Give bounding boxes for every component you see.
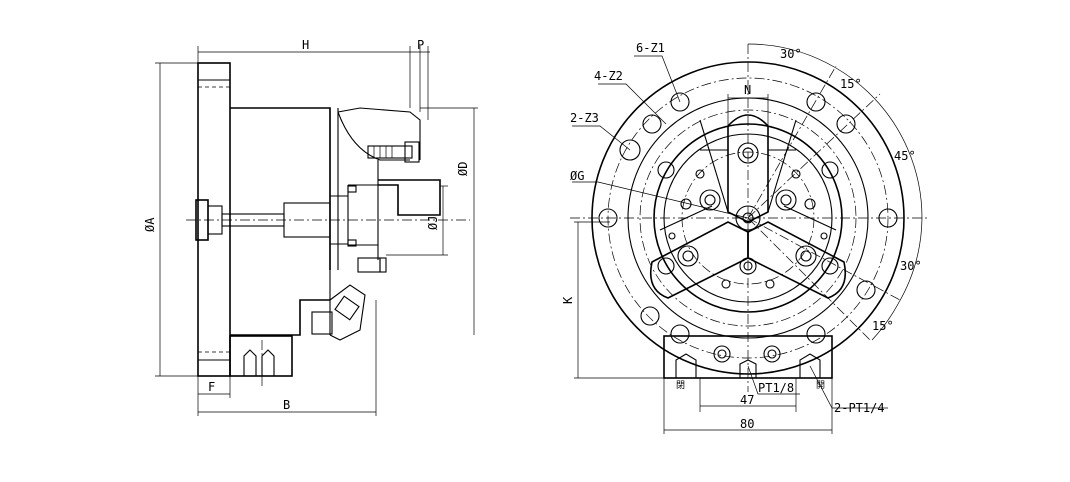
label-pt14: 2-PT1/4 bbox=[834, 401, 885, 415]
z3-hole bbox=[619, 139, 641, 161]
front-view: 閉 開 30° 15° 45° 30° 15° 6-Z1 4-Z2 2-Z3 Ø… bbox=[561, 41, 928, 434]
label-z3: 2-Z3 bbox=[570, 111, 599, 125]
lower-fitting bbox=[311, 311, 333, 335]
port-label-left: 閉 bbox=[676, 380, 685, 391]
z1-hole bbox=[598, 208, 618, 228]
label-h: H bbox=[302, 38, 309, 52]
arc-45 bbox=[867, 91, 923, 219]
label-pt18: PT1/8 bbox=[758, 381, 794, 395]
label-d: ØD bbox=[456, 162, 470, 176]
side-view: H P ØA ØD ØJ F B bbox=[143, 38, 478, 416]
label-n: N bbox=[744, 83, 751, 97]
leader-z1 bbox=[634, 55, 681, 103]
base-block bbox=[229, 335, 293, 377]
z1-hole bbox=[806, 324, 826, 344]
dim-80: 80 bbox=[740, 417, 754, 431]
angle-15-bottom: 15° bbox=[872, 319, 894, 333]
arc-30-top bbox=[747, 43, 837, 69]
angle-45: 45° bbox=[894, 149, 916, 163]
angle-30-right: 30° bbox=[900, 259, 922, 273]
body-top-outline bbox=[230, 107, 331, 270]
label-j: ØJ bbox=[426, 216, 440, 230]
jaw-top bbox=[727, 114, 769, 223]
label-g: ØG bbox=[570, 169, 584, 183]
leader-pt18 bbox=[747, 365, 800, 395]
label-a: ØA bbox=[143, 217, 157, 232]
label-z1: 6-Z1 bbox=[636, 41, 665, 55]
label-p: P bbox=[417, 38, 424, 52]
leader-g bbox=[572, 181, 749, 219]
angle-30-top: 30° bbox=[780, 47, 802, 61]
flange-outline bbox=[197, 62, 231, 377]
top-bolt bbox=[367, 145, 413, 159]
angle-15-top: 15° bbox=[840, 77, 862, 91]
z1-hole bbox=[670, 324, 690, 344]
z1-hole bbox=[670, 92, 690, 112]
label-b: B bbox=[283, 398, 290, 412]
label-z2: 4-Z2 bbox=[594, 69, 623, 83]
arc-30-right bbox=[897, 217, 923, 305]
leader-pt14 bbox=[809, 365, 888, 409]
z1-hole bbox=[806, 92, 826, 112]
lower-screw bbox=[357, 257, 381, 273]
label-f: F bbox=[208, 380, 215, 394]
body-bottom-outline bbox=[230, 299, 330, 336]
label-k: K bbox=[561, 296, 575, 304]
dim-47: 47 bbox=[740, 393, 754, 407]
